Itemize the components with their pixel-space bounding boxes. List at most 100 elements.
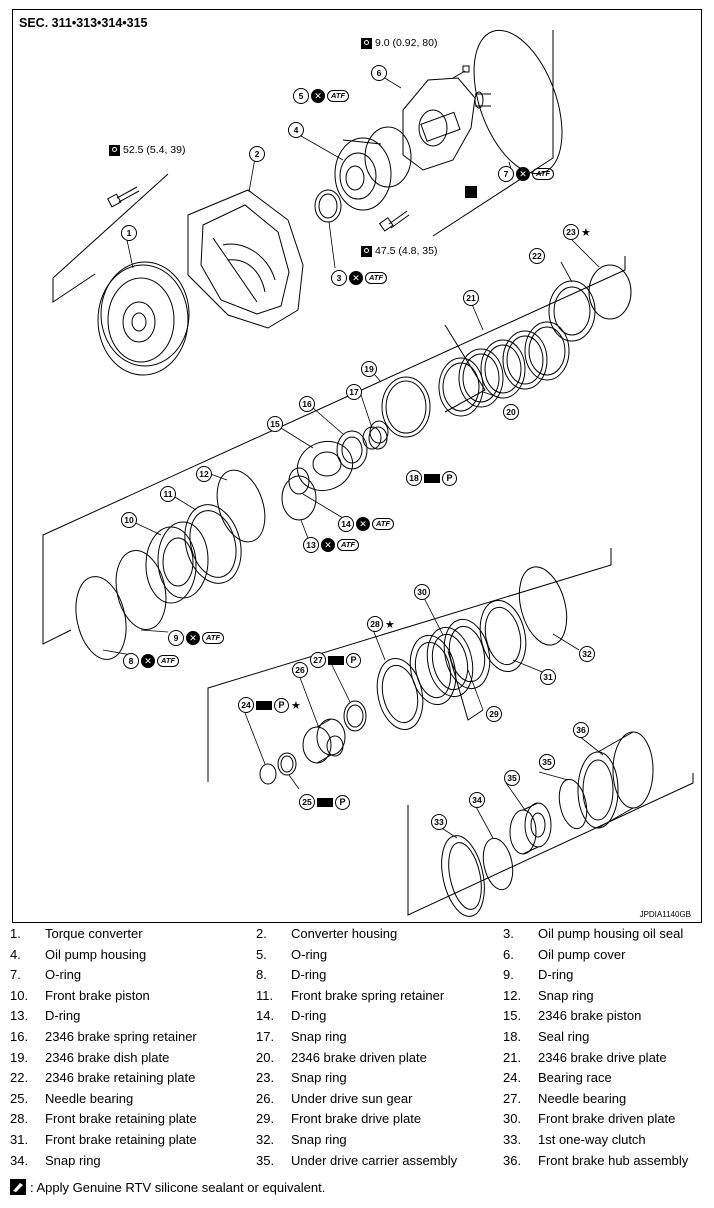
legend-number: 18. bbox=[503, 1029, 522, 1044]
callout-35: 35 bbox=[539, 754, 555, 770]
callout-number: 3 bbox=[331, 270, 347, 286]
atf-icon: ATF bbox=[202, 632, 225, 644]
o-ring bbox=[473, 29, 563, 175]
atf-icon: ATF bbox=[365, 272, 388, 284]
front-brake-spring-retainer bbox=[184, 504, 242, 584]
atf-icon: ATF bbox=[157, 655, 180, 667]
callout-32: 32 bbox=[579, 646, 595, 662]
callout-22: 22 bbox=[529, 248, 545, 264]
legend-number: 19. bbox=[10, 1049, 29, 1065]
legend-part-name: D-ring bbox=[538, 967, 574, 983]
under-drive-sun-gear bbox=[302, 718, 346, 764]
legend-number: 13. bbox=[10, 1008, 29, 1024]
sealant-icon bbox=[465, 186, 477, 198]
callout-35: 35 bbox=[504, 770, 520, 786]
legend-number: 9. bbox=[503, 967, 514, 983]
star-icon: ★ bbox=[291, 699, 301, 712]
front-brake-piston bbox=[145, 521, 209, 604]
callout-number: 29 bbox=[486, 706, 502, 722]
exploded-diagram-figure: SEC. 311•313•314•315 bbox=[12, 9, 702, 923]
star-icon: ★ bbox=[581, 226, 591, 239]
callout-number: 19 bbox=[361, 361, 377, 377]
callout-number: 12 bbox=[196, 466, 212, 482]
legend-number: 29. bbox=[256, 1111, 275, 1127]
do-not-reuse-icon: ✕ bbox=[349, 271, 363, 285]
callout-number: 10 bbox=[121, 512, 137, 528]
legend-number: 1. bbox=[10, 926, 21, 941]
atf-icon: ATF bbox=[532, 168, 555, 180]
callout-number: 21 bbox=[463, 290, 479, 306]
d-ring bbox=[288, 467, 310, 495]
2346-brake-dish-plate bbox=[381, 376, 431, 438]
callout-number: 5 bbox=[293, 88, 309, 104]
callout-number: 33 bbox=[431, 814, 447, 830]
callout-16: 16 bbox=[299, 396, 315, 412]
front-brake-retaining-plate bbox=[479, 599, 527, 673]
snap-ring bbox=[216, 469, 266, 543]
legend-number: 24. bbox=[503, 1070, 522, 1086]
legend-part-name: Front brake hub assembly bbox=[538, 1152, 689, 1168]
callout-15: 15 bbox=[267, 416, 283, 432]
legend-number: 20. bbox=[256, 1049, 275, 1065]
legend-part-name: Oil pump cover bbox=[538, 946, 626, 962]
legend-part-name: Snap ring bbox=[538, 987, 594, 1003]
bearing-race bbox=[259, 763, 277, 785]
legend-number: 10. bbox=[10, 987, 29, 1003]
seal-ring bbox=[369, 420, 389, 444]
legend-number: 21. bbox=[503, 1049, 522, 1065]
legend-number: 36. bbox=[503, 1152, 522, 1168]
callout-number: 23 bbox=[563, 224, 579, 240]
callout-19: 19 bbox=[361, 361, 377, 377]
callout-number: 8 bbox=[123, 653, 139, 669]
callout-34: 34 bbox=[469, 792, 485, 808]
callout-1: 1 bbox=[121, 225, 137, 241]
torque-wrench-icon bbox=[361, 37, 372, 49]
legend-part-name: 2346 brake drive plate bbox=[538, 1049, 667, 1065]
needle-bearing bbox=[343, 700, 367, 732]
callout-28: 28★ bbox=[367, 616, 395, 632]
legend-part-name: Needle bearing bbox=[538, 1090, 627, 1106]
callout-number: 14 bbox=[338, 516, 354, 532]
legend-number: 22. bbox=[10, 1070, 29, 1086]
callout-number: 35 bbox=[539, 754, 555, 770]
callout-8: 8✕ATF bbox=[123, 653, 180, 669]
callout-20: 20 bbox=[503, 404, 519, 420]
callout-33: 33 bbox=[431, 814, 447, 830]
grease-gun-icon bbox=[256, 700, 272, 710]
legend-number: 4. bbox=[10, 946, 21, 962]
legend-part-name: D-ring bbox=[45, 1008, 81, 1024]
legend-number: 3. bbox=[503, 926, 514, 941]
do-not-reuse-icon: ✕ bbox=[311, 89, 325, 103]
callout-7: 7✕ATF bbox=[498, 166, 555, 182]
legend-number: 14. bbox=[256, 1008, 275, 1024]
front-brake-retaining-plate bbox=[376, 657, 424, 731]
legend-part-name: D-ring bbox=[291, 1008, 327, 1024]
legend-part-name: Front brake retaining plate bbox=[45, 1132, 197, 1147]
petroleum-jelly-icon: P bbox=[346, 652, 361, 668]
front-brake-hub-assembly bbox=[577, 731, 654, 829]
legend-number: 33. bbox=[503, 1132, 522, 1147]
callout-29: 29 bbox=[486, 706, 502, 722]
callout-10: 10 bbox=[121, 512, 137, 528]
legend-part-name: Oil pump housing oil seal bbox=[538, 926, 684, 941]
legend-part-name: Front brake retaining plate bbox=[45, 1111, 197, 1127]
callout-number: 6 bbox=[371, 65, 387, 81]
legend-part-name: Snap ring bbox=[291, 1029, 347, 1044]
legend-number: 5. bbox=[256, 946, 267, 962]
callout-number: 32 bbox=[579, 646, 595, 662]
legend-number: 30. bbox=[503, 1111, 522, 1127]
legend-part-name: Snap ring bbox=[291, 1132, 347, 1147]
diagram-canvas bbox=[42, 29, 694, 917]
legend-number: 12. bbox=[503, 987, 522, 1003]
legend-number: 34. bbox=[10, 1152, 29, 1168]
callout-number: 30 bbox=[414, 584, 430, 600]
do-not-reuse-icon: ✕ bbox=[516, 167, 530, 181]
legend-number: 23. bbox=[256, 1070, 275, 1086]
legend-part-name: 2346 brake piston bbox=[538, 1008, 642, 1024]
oil-pump-housing bbox=[334, 137, 392, 211]
bolt bbox=[378, 210, 410, 232]
callout-number: 31 bbox=[540, 669, 556, 685]
